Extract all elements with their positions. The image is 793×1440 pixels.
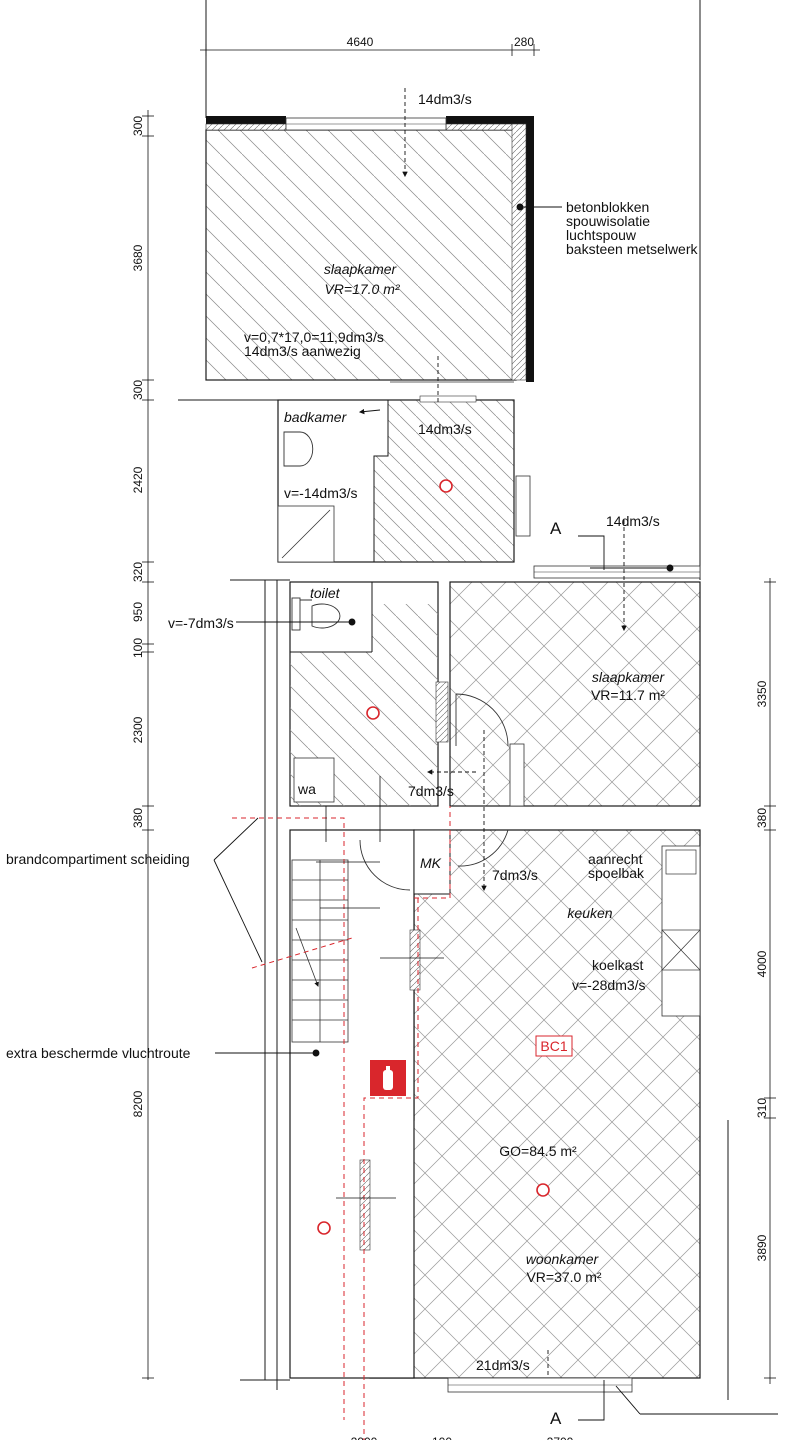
airflow-labels: 14dm3/s 14dm3/s 14dm3/s v=-7dm3/s 7dm3/s… [168,91,660,1373]
dim-left-3: 2420 [131,466,145,493]
smoke-detector-landing [366,706,380,720]
toilet-area [289,581,449,807]
escape-route-label: extra beschermde vluchtroute [6,1045,191,1061]
smoke-detector-living [536,1183,550,1197]
section-mark-bottom: A [550,1409,562,1428]
mk-label: MK [420,855,442,871]
smoke-detectors [317,479,550,1235]
wall-layer-1: spouwisolatie [566,213,650,229]
fire-compartment-line [232,806,451,1440]
dim-right-0: 3350 [755,680,769,707]
bedroom-top [205,116,534,382]
dim-right-1: 380 [755,808,769,828]
kitchen-sink: spoelbak [588,865,645,881]
smoke-detector-bath [439,479,453,493]
kitchen-fridge: koelkast [592,957,643,973]
flow-bath-transfer: 14dm3/s [418,421,472,437]
toilet-name: toilet [310,585,341,601]
room-labels: slaapkamer VR=17.0 m² v=0,7*17,0=11,9dm3… [244,261,666,1285]
bathroom-flow: v=-14dm3/s [284,485,358,501]
dim-top-1: 280 [514,35,534,49]
living-area: VR=37.0 m² [526,1269,601,1285]
flow-toilet: v=-7dm3/s [168,615,234,631]
dim-left-0: 300 [131,116,145,136]
flow-living-inlet: 21dm3/s [476,1357,530,1373]
flow-door-transfer: 7dm3/s [492,867,538,883]
bedroom-top-area: VR=17.0 m² [324,281,400,297]
dim-left-9: 8200 [131,1090,145,1117]
dim-bottom-2: 2700 [547,1435,574,1440]
wall-layer-0: betonblokken [566,199,649,215]
kitchen-counter: aanrecht [588,851,643,867]
dim-left-7: 2300 [131,716,145,743]
dim-bottom-1: 100 [432,1435,452,1440]
dim-right-2: 4000 [755,950,769,977]
outer-lines [178,0,729,1400]
compartment-label: BC1 [540,1038,567,1054]
bedroom-top-note1: v=0,7*17,0=11,9dm3/s [244,329,384,345]
section-mark-top: A [550,519,562,538]
dim-right-4: 3890 [755,1234,769,1261]
wall-layer-3: baksteen metselwerk [566,241,699,257]
dim-top-0: 4640 [347,35,374,49]
dim-bottom-0: 2900 [351,1435,378,1440]
bathroom [277,381,531,563]
flow-hall-transfer: 7dm3/s [408,783,454,799]
dim-left-4: 320 [131,562,145,582]
bedroom-right-area: VR=11.7 m² [591,687,665,703]
dim-left-6: 100 [131,638,145,658]
fire-extinguisher-icon [370,1060,406,1096]
compartment-box [535,1035,573,1057]
kitchen-flow: v=-28dm3/s [572,977,646,993]
annotations: brandcompartiment scheiding extra besche… [6,519,568,1428]
staircase [291,859,349,1043]
flow-right-inlet: 14dm3/s [606,513,660,529]
smoke-detector-hall [317,1221,331,1235]
dim-left-2: 300 [131,380,145,400]
wall-composition: betonblokken spouwisolatie luchtspouw ba… [566,199,699,257]
fire-separation-label: brandcompartiment scheiding [6,851,190,867]
dimension-labels: 4640 280 300 3680 300 2420 320 950 100 2… [131,35,769,1440]
living-name: woonkamer [526,1251,600,1267]
dim-left-8: 380 [131,808,145,828]
bedroom-right-name: slaapkamer [592,669,666,685]
flow-top-inlet: 14dm3/s [418,91,472,107]
dimension-lines [142,44,776,1384]
bedroom-top-note2: 14dm3/s aanwezig [244,343,361,359]
dim-left-5: 950 [131,602,145,622]
kitchen-name: keuken [567,905,612,921]
bedroom-top-name: slaapkamer [324,261,398,277]
total-area: GO=84.5 m² [499,1143,577,1159]
air-flow-arrows [358,88,627,1378]
bathroom-name: badkamer [284,409,348,425]
wa-label: wa [297,781,316,797]
bedroom-right [449,565,701,807]
dim-left-1: 3680 [131,244,145,271]
wall-layer-2: luchtspouw [566,227,637,243]
leader-lines [213,203,778,1421]
ventilation-markers [316,776,444,1199]
living-kitchen [289,829,701,1393]
dim-right-3: 310 [755,1098,769,1118]
